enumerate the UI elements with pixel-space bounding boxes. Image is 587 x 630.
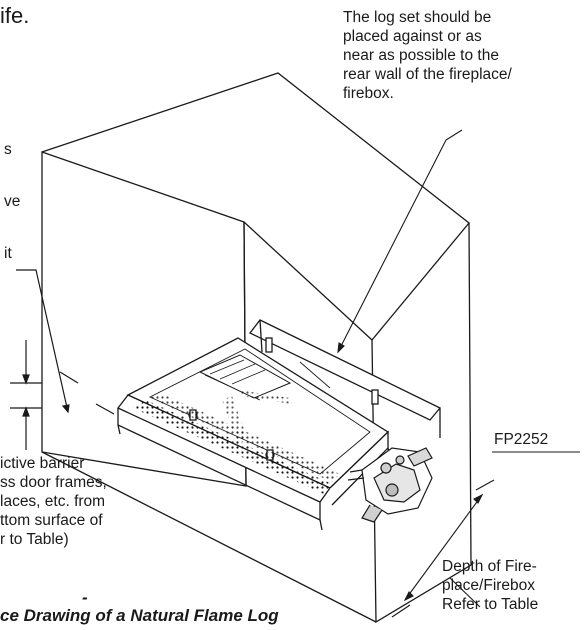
- barrier-note-line: ss door frames,: [0, 474, 107, 491]
- left-fragment-3: it: [4, 245, 12, 262]
- barrier-note-line: laces, etc. from: [0, 493, 106, 510]
- firebox-floor-edge: [41, 451, 377, 623]
- left-fragment-2: ve: [4, 193, 21, 210]
- gas-valve-assembly: [347, 447, 433, 523]
- log-set-note-line: rear wall of the fireplace/: [343, 66, 512, 83]
- log-set-note-line: The log set should be: [343, 9, 492, 26]
- log-set-note: The log set should be placed against or …: [343, 8, 512, 103]
- barrier-clearance-marks: [10, 269, 115, 450]
- depth-note: Depth of Fire- place/Firebox Refer to Ta…: [442, 557, 538, 614]
- depth-dimension: [391, 479, 495, 618]
- firebox-interior-top-edge: [243, 221, 373, 341]
- log-set-note-line: firebox.: [343, 85, 394, 102]
- log-set-leader: [337, 129, 463, 354]
- left-fragment-1: s: [4, 141, 12, 158]
- depth-note-line: Refer to Table: [442, 596, 539, 613]
- top-fragment-text: ife.: [0, 3, 30, 28]
- barrier-note: ictive barrier ss door frames, laces, et…: [0, 454, 107, 549]
- firebox-outline: [41, 72, 472, 624]
- figure-code: FP2252: [494, 431, 549, 448]
- depth-note-line: Depth of Fire-: [442, 558, 537, 575]
- ember-rows: [133, 390, 340, 494]
- log-set-note-line: near as possible to the: [343, 47, 499, 64]
- barrier-note-line: ttom surface of: [0, 512, 103, 529]
- barrier-note-line: ictive barrier: [0, 455, 85, 472]
- figure-caption: ce Drawing of a Natural Flame Log: [0, 606, 279, 625]
- barrier-note-line: r to Table): [0, 531, 69, 548]
- log-set-note-line: placed against or as: [343, 28, 482, 45]
- dash-fragment: -: [82, 588, 88, 607]
- firebox-top-edge: [41, 72, 470, 341]
- depth-note-line: place/Firebox: [442, 577, 536, 594]
